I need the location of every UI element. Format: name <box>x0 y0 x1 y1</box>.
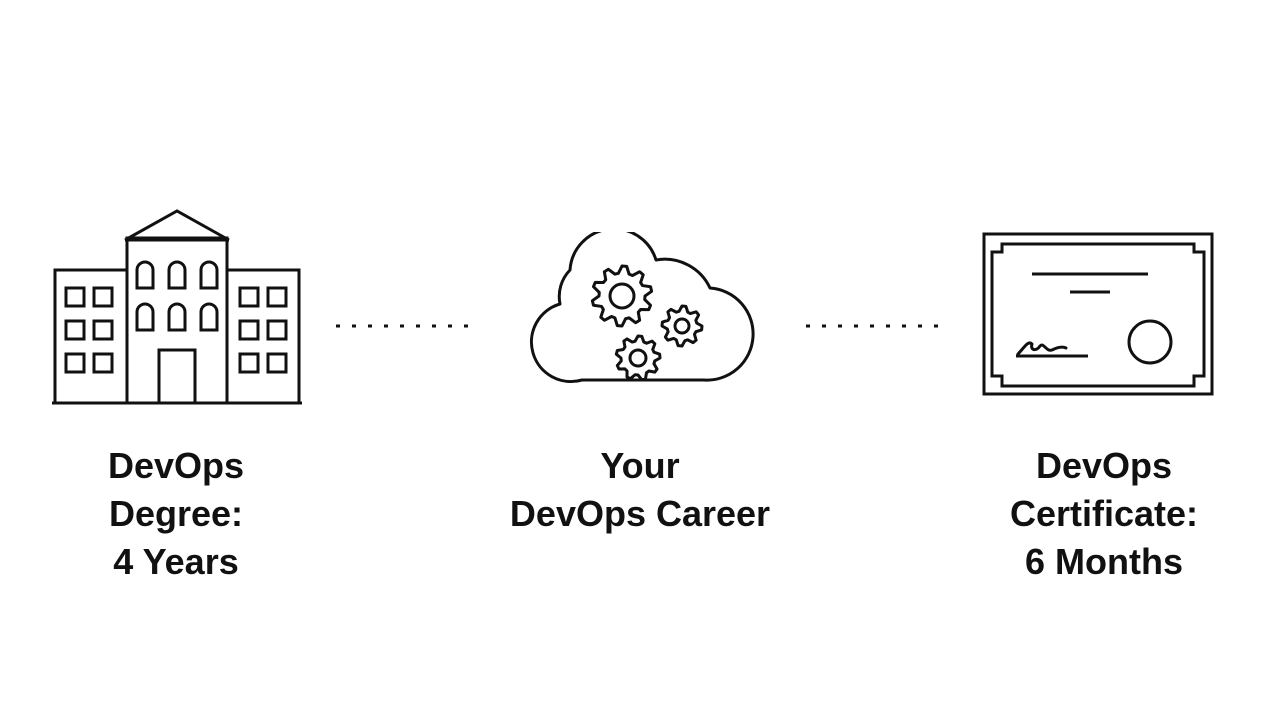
certificate-label: DevOps Certificate: 6 Months <box>980 442 1228 586</box>
gear-icon <box>590 264 654 328</box>
gear-icon <box>660 304 704 348</box>
degree-label-line: Degree: <box>108 493 244 534</box>
certificate-label-line: DevOps <box>1035 445 1173 486</box>
connector-dotted-left <box>334 318 474 328</box>
gear-hub <box>673 317 691 335</box>
gear-outline <box>614 334 662 382</box>
career-label-line: Your <box>600 445 680 486</box>
gear-hub <box>628 348 648 368</box>
gear-icon <box>614 334 662 382</box>
gear-outline <box>660 304 704 348</box>
degree-label-line: DevOps <box>107 445 245 486</box>
certificate-icon <box>980 230 1216 400</box>
gear-hub <box>608 282 636 310</box>
building-icon <box>52 208 302 408</box>
gear-outline <box>590 264 654 328</box>
certificate-label-line: 6 Months <box>1025 541 1183 582</box>
career-label-line: DevOps Career <box>509 493 771 534</box>
career-label: Your DevOps Career <box>460 442 820 538</box>
cloud-gears-icon <box>524 232 758 384</box>
connector-dotted-right <box>804 318 944 328</box>
degree-label: DevOps Degree: 4 Years <box>56 442 296 586</box>
degree-label-line: 4 Years <box>113 541 239 582</box>
certificate-label-line: Certificate: <box>1009 493 1199 534</box>
